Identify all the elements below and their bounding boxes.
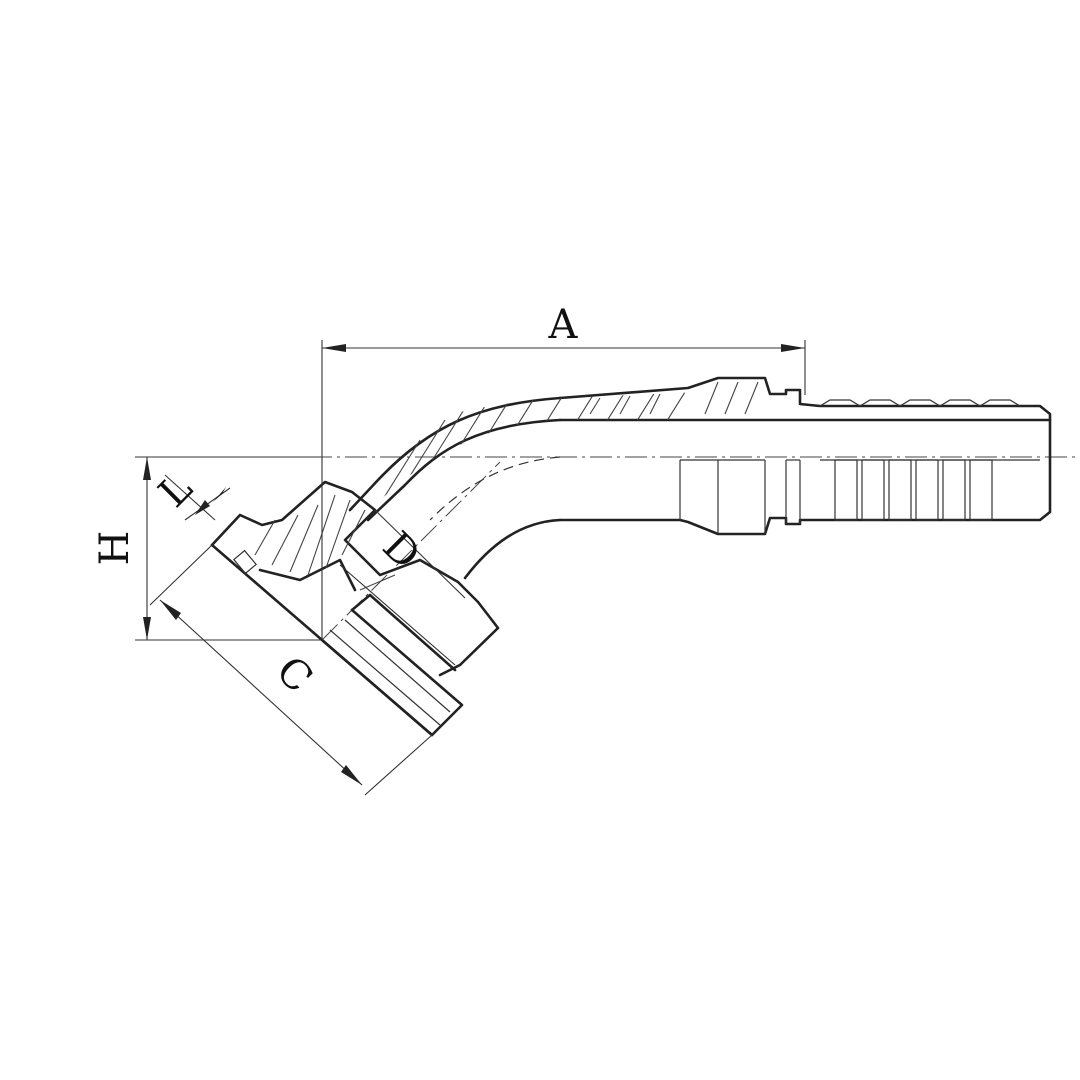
flange-head bbox=[210, 480, 500, 737]
label-a: A bbox=[548, 302, 579, 348]
label-c: C bbox=[267, 648, 321, 702]
barb-ridges bbox=[820, 459, 1040, 521]
label-h: H bbox=[92, 531, 138, 566]
hose-tail bbox=[558, 376, 1052, 536]
label-d: D bbox=[374, 523, 429, 578]
dimension-l: L bbox=[150, 465, 231, 521]
dimension-a: A bbox=[321, 302, 806, 640]
upper-barb-teeth bbox=[819, 399, 1021, 407]
dimension-h: H bbox=[92, 456, 322, 641]
hex-collar-hatching bbox=[589, 381, 759, 415]
label-l: L bbox=[150, 465, 201, 516]
section-hatching bbox=[369, 392, 700, 521]
dimension-d: D bbox=[339, 509, 466, 666]
dimension-c: C bbox=[149, 544, 433, 796]
